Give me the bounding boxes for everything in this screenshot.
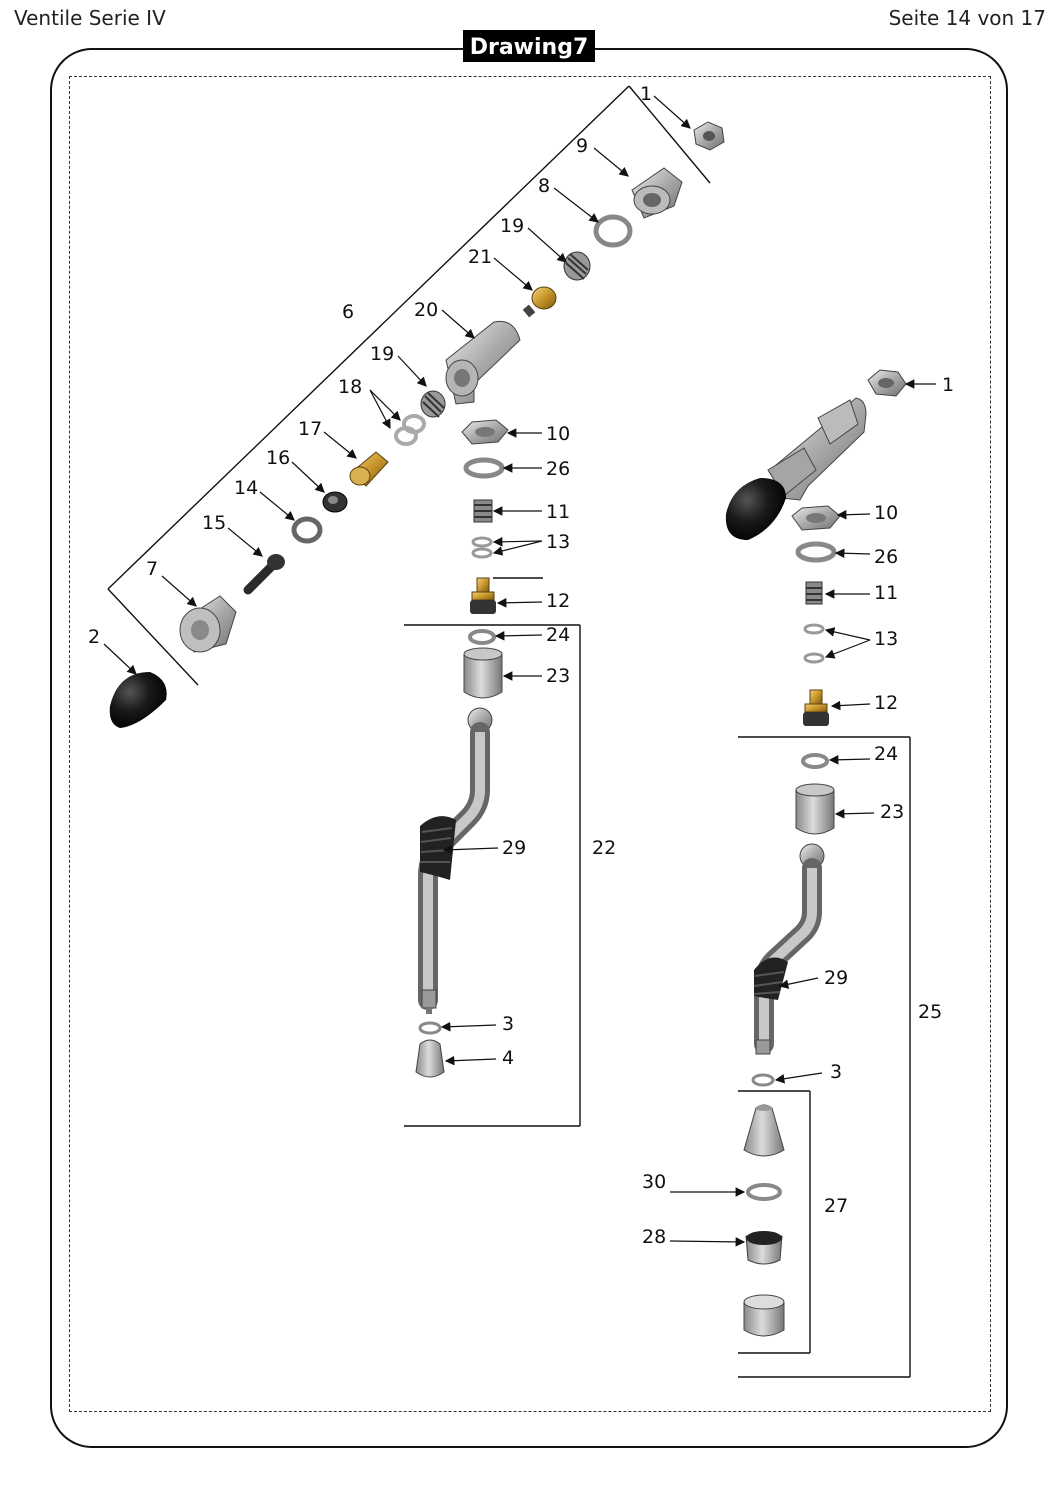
- label-2: 2: [88, 626, 100, 648]
- label-1-right: 1: [942, 374, 954, 396]
- part-11-spring-center: [473, 499, 493, 523]
- label-10-center: 10: [546, 423, 570, 445]
- part-29-steam-wand-right: [753, 843, 825, 1055]
- valve-assembly-right: [725, 397, 867, 540]
- label-7: 7: [146, 558, 158, 580]
- part-tip-right: [743, 1104, 785, 1157]
- part-13-washers-center: [471, 536, 493, 559]
- part-2-knob-left: [109, 672, 167, 728]
- label-28: 28: [642, 1226, 666, 1248]
- label-1-left: 1: [640, 83, 652, 105]
- label-19-upper: 19: [500, 215, 524, 237]
- part-24-washer-center: [468, 629, 496, 645]
- label-21: 21: [468, 246, 492, 268]
- label-13-right: 13: [874, 628, 898, 650]
- label-26-center: 26: [546, 458, 570, 480]
- label-8: 8: [538, 175, 550, 197]
- part-30-washer-right: [746, 1183, 782, 1201]
- part-15-screw: [243, 554, 285, 595]
- part-26-ring-right: [795, 541, 837, 563]
- part-13-washers-right: [803, 623, 825, 664]
- part-19-spring-lower: [420, 390, 446, 418]
- part-20-valve-body: [445, 320, 521, 405]
- bracket-6: [107, 85, 711, 686]
- part-labels: 1 9 8 19 21 6 20 19 18 17 16 14 15 7 2 1…: [88, 83, 954, 1248]
- drawing-title: Drawing7: [470, 35, 589, 60]
- part-sleeve-right: [743, 1294, 785, 1337]
- label-27: 27: [824, 1195, 848, 1217]
- part-26-ring-center: [463, 457, 505, 479]
- label-6: 6: [342, 301, 354, 323]
- label-10-right: 10: [874, 502, 898, 524]
- label-30: 30: [642, 1171, 666, 1193]
- part-1-nut-right: [867, 369, 907, 397]
- part-17-brass-nut: [349, 451, 389, 487]
- part-16-cap: [322, 491, 348, 513]
- label-3-right: 3: [830, 1061, 842, 1083]
- leader-lines: [103, 95, 936, 1247]
- label-14: 14: [234, 477, 258, 499]
- part-14-ring: [291, 516, 323, 544]
- label-12-right: 12: [874, 692, 898, 714]
- bracket-22: [404, 577, 581, 1127]
- part-23-nut-right: [795, 783, 835, 835]
- label-29-right: 29: [824, 967, 848, 989]
- label-15: 15: [202, 512, 226, 534]
- drawing-inner-border: [69, 76, 991, 1412]
- part-3-washer-center: [418, 1021, 442, 1035]
- label-16: 16: [266, 447, 290, 469]
- label-12-center: 12: [546, 590, 570, 612]
- title-block: Drawing7: [463, 30, 595, 62]
- part-18-washers: [394, 414, 426, 446]
- label-3-center: 3: [502, 1013, 514, 1035]
- part-23-nut-center: [463, 647, 503, 699]
- label-25: 25: [918, 1001, 942, 1023]
- label-26-right: 26: [874, 546, 898, 568]
- label-13-center: 13: [546, 531, 570, 553]
- label-11-right: 11: [874, 582, 898, 604]
- part-11-spring-right: [805, 581, 823, 605]
- part-10-nut-right: [791, 505, 841, 531]
- label-24-right: 24: [874, 743, 898, 765]
- part-24-washer-right: [801, 753, 829, 769]
- label-11-center: 11: [546, 501, 570, 523]
- label-18: 18: [338, 376, 362, 398]
- part-28-insert-right: [745, 1231, 783, 1265]
- label-19-lower: 19: [370, 343, 394, 365]
- part-29-steam-wand-center: [418, 707, 493, 1014]
- part-1-nut-left: [693, 121, 725, 151]
- bracket-25: [738, 736, 911, 1378]
- label-17: 17: [298, 418, 322, 440]
- part-7-nut: [179, 595, 237, 653]
- label-4: 4: [502, 1047, 514, 1069]
- part-9-fitting: [631, 167, 683, 219]
- part-3-washer-right: [751, 1073, 775, 1087]
- part-10-nut-center: [461, 419, 509, 445]
- header-right: Seite 14 von 17: [888, 6, 1046, 30]
- header-left: Ventile Serie IV: [14, 6, 166, 30]
- part-12-brass-valve-right: [803, 689, 829, 726]
- bracket-27: [738, 1090, 811, 1354]
- part-12-brass-valve-center: [470, 577, 496, 614]
- part-19-spring-upper: [563, 251, 591, 281]
- label-9: 9: [576, 135, 588, 157]
- part-21-brass-insert: [522, 286, 557, 318]
- label-20: 20: [414, 299, 438, 321]
- label-23-right: 23: [880, 801, 904, 823]
- label-29-center: 29: [502, 837, 526, 859]
- label-23-center: 23: [546, 665, 570, 687]
- label-22: 22: [592, 837, 616, 859]
- label-24-center: 24: [546, 624, 570, 646]
- part-4-tip-center: [415, 1039, 445, 1078]
- part-8-seal-ring: [593, 214, 633, 248]
